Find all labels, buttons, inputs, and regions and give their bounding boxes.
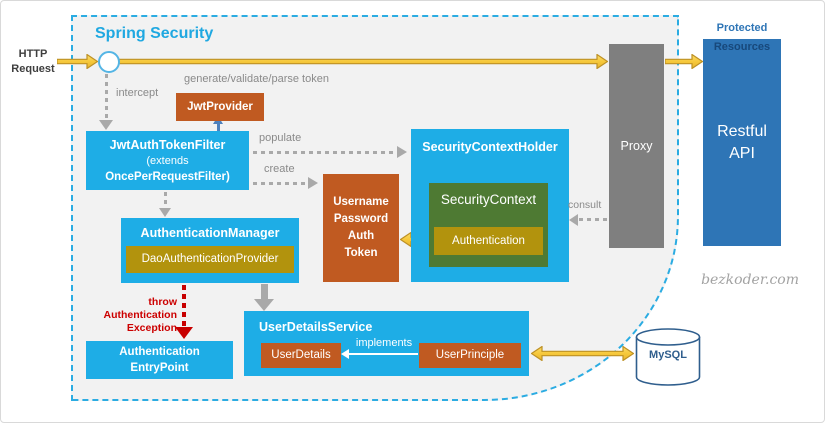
authentication-manager-label: AuthenticationManager: [140, 226, 280, 240]
token-line4: Token: [344, 247, 378, 259]
aep-line1: Authentication: [119, 346, 200, 358]
service-db-double-arrow-icon: [531, 346, 634, 361]
node-username-password-auth-token: Username Password Auth Token: [323, 174, 399, 282]
node-proxy: Proxy: [609, 44, 664, 248]
node-restful-api: Restful API: [703, 39, 781, 246]
http-request-line2: Request: [11, 63, 55, 75]
protected-label: Protected: [716, 22, 768, 34]
throw-exception-arrowhead-icon: [175, 327, 193, 339]
populate-dotted-line: [253, 151, 398, 154]
throw-exception-dotted-line: [182, 285, 186, 327]
populate-label: populate: [259, 132, 302, 144]
mysql-label: MySQL: [649, 349, 687, 361]
node-dao-authentication-provider: DaoAuthenticationProvider: [126, 246, 294, 273]
intercept-dotted-line: [105, 74, 108, 120]
user-details-label: UserDetails: [271, 349, 331, 361]
create-dotted-line: [253, 182, 309, 185]
user-details-service-label: UserDetailsService: [259, 320, 373, 334]
proxy-label: Proxy: [620, 139, 653, 153]
generate-token-label: generate/validate/parse token: [184, 73, 329, 85]
consult-dotted-line: [579, 218, 608, 221]
filter-circle-icon: [98, 51, 120, 73]
jatf-line3: OncePerRequestFilter): [105, 171, 230, 183]
throw-line1: throw: [148, 296, 177, 308]
filter-to-manager-dotted-line: [164, 192, 167, 209]
token-line2: Password: [333, 213, 389, 225]
node-authentication-entry-point: Authentication EntryPoint: [86, 341, 233, 379]
implements-line: [348, 353, 418, 355]
user-principle-label: UserPrinciple: [435, 349, 505, 361]
provider-arrow-line: [217, 123, 220, 131]
jatf-line1: JwtAuthTokenFilter: [109, 138, 226, 152]
security-context-holder-label: SecurityContextHolder: [422, 140, 558, 154]
node-user-principle: UserPrinciple: [419, 343, 521, 368]
node-jwt-provider: JwtProvider: [176, 93, 264, 121]
security-context-label: SecurityContext: [440, 192, 537, 207]
proxy-to-api-arrow-icon: [665, 54, 703, 69]
create-label: create: [264, 163, 295, 175]
dao-authentication-provider-label: DaoAuthenticationProvider: [141, 253, 279, 265]
create-arrowhead-icon: [308, 177, 318, 189]
manager-to-service-arrowhead-icon: [254, 299, 274, 311]
http-request-arrow-icon: [57, 54, 98, 69]
mysql-database-icon: [635, 328, 701, 386]
jatf-line2: (extends: [146, 155, 189, 167]
filter-to-manager-arrowhead-icon: [159, 208, 171, 217]
intercept-label: intercept: [116, 87, 159, 99]
implements-label: implements: [355, 337, 413, 349]
node-jwt-auth-token-filter: JwtAuthTokenFilter (extends OncePerReque…: [86, 131, 249, 190]
consult-label: consult: [568, 199, 602, 211]
restful-api-line2: API: [729, 144, 755, 162]
http-request-line1: HTTP: [18, 48, 48, 60]
token-line3: Auth: [347, 230, 375, 242]
jwt-provider-label: JwtProvider: [187, 101, 253, 113]
populate-arrowhead-icon: [397, 146, 407, 158]
page-title: Spring Security: [95, 25, 214, 42]
throw-line2: Authentication: [103, 309, 178, 321]
implements-arrowhead-icon: [341, 349, 349, 359]
token-line1: Username: [333, 196, 389, 208]
resources-label: Resources: [713, 41, 771, 53]
authentication-label: Authentication: [452, 235, 525, 247]
manager-to-service-line: [261, 284, 268, 300]
intercept-arrowhead-icon: [99, 120, 113, 130]
throw-line3: Exception: [126, 322, 177, 334]
node-authentication: Authentication: [434, 227, 543, 255]
filter-chain-arrow-icon: [119, 54, 608, 69]
consult-arrowhead-icon: [569, 214, 578, 226]
node-user-details: UserDetails: [261, 343, 341, 368]
restful-api-line1: Restful: [717, 122, 767, 140]
throw-exception-label: throw Authentication Exception: [97, 296, 178, 335]
http-request-label: HTTP Request: [6, 47, 60, 77]
aep-line2: EntryPoint: [130, 362, 189, 374]
watermark: bezkoder.com: [701, 272, 799, 288]
